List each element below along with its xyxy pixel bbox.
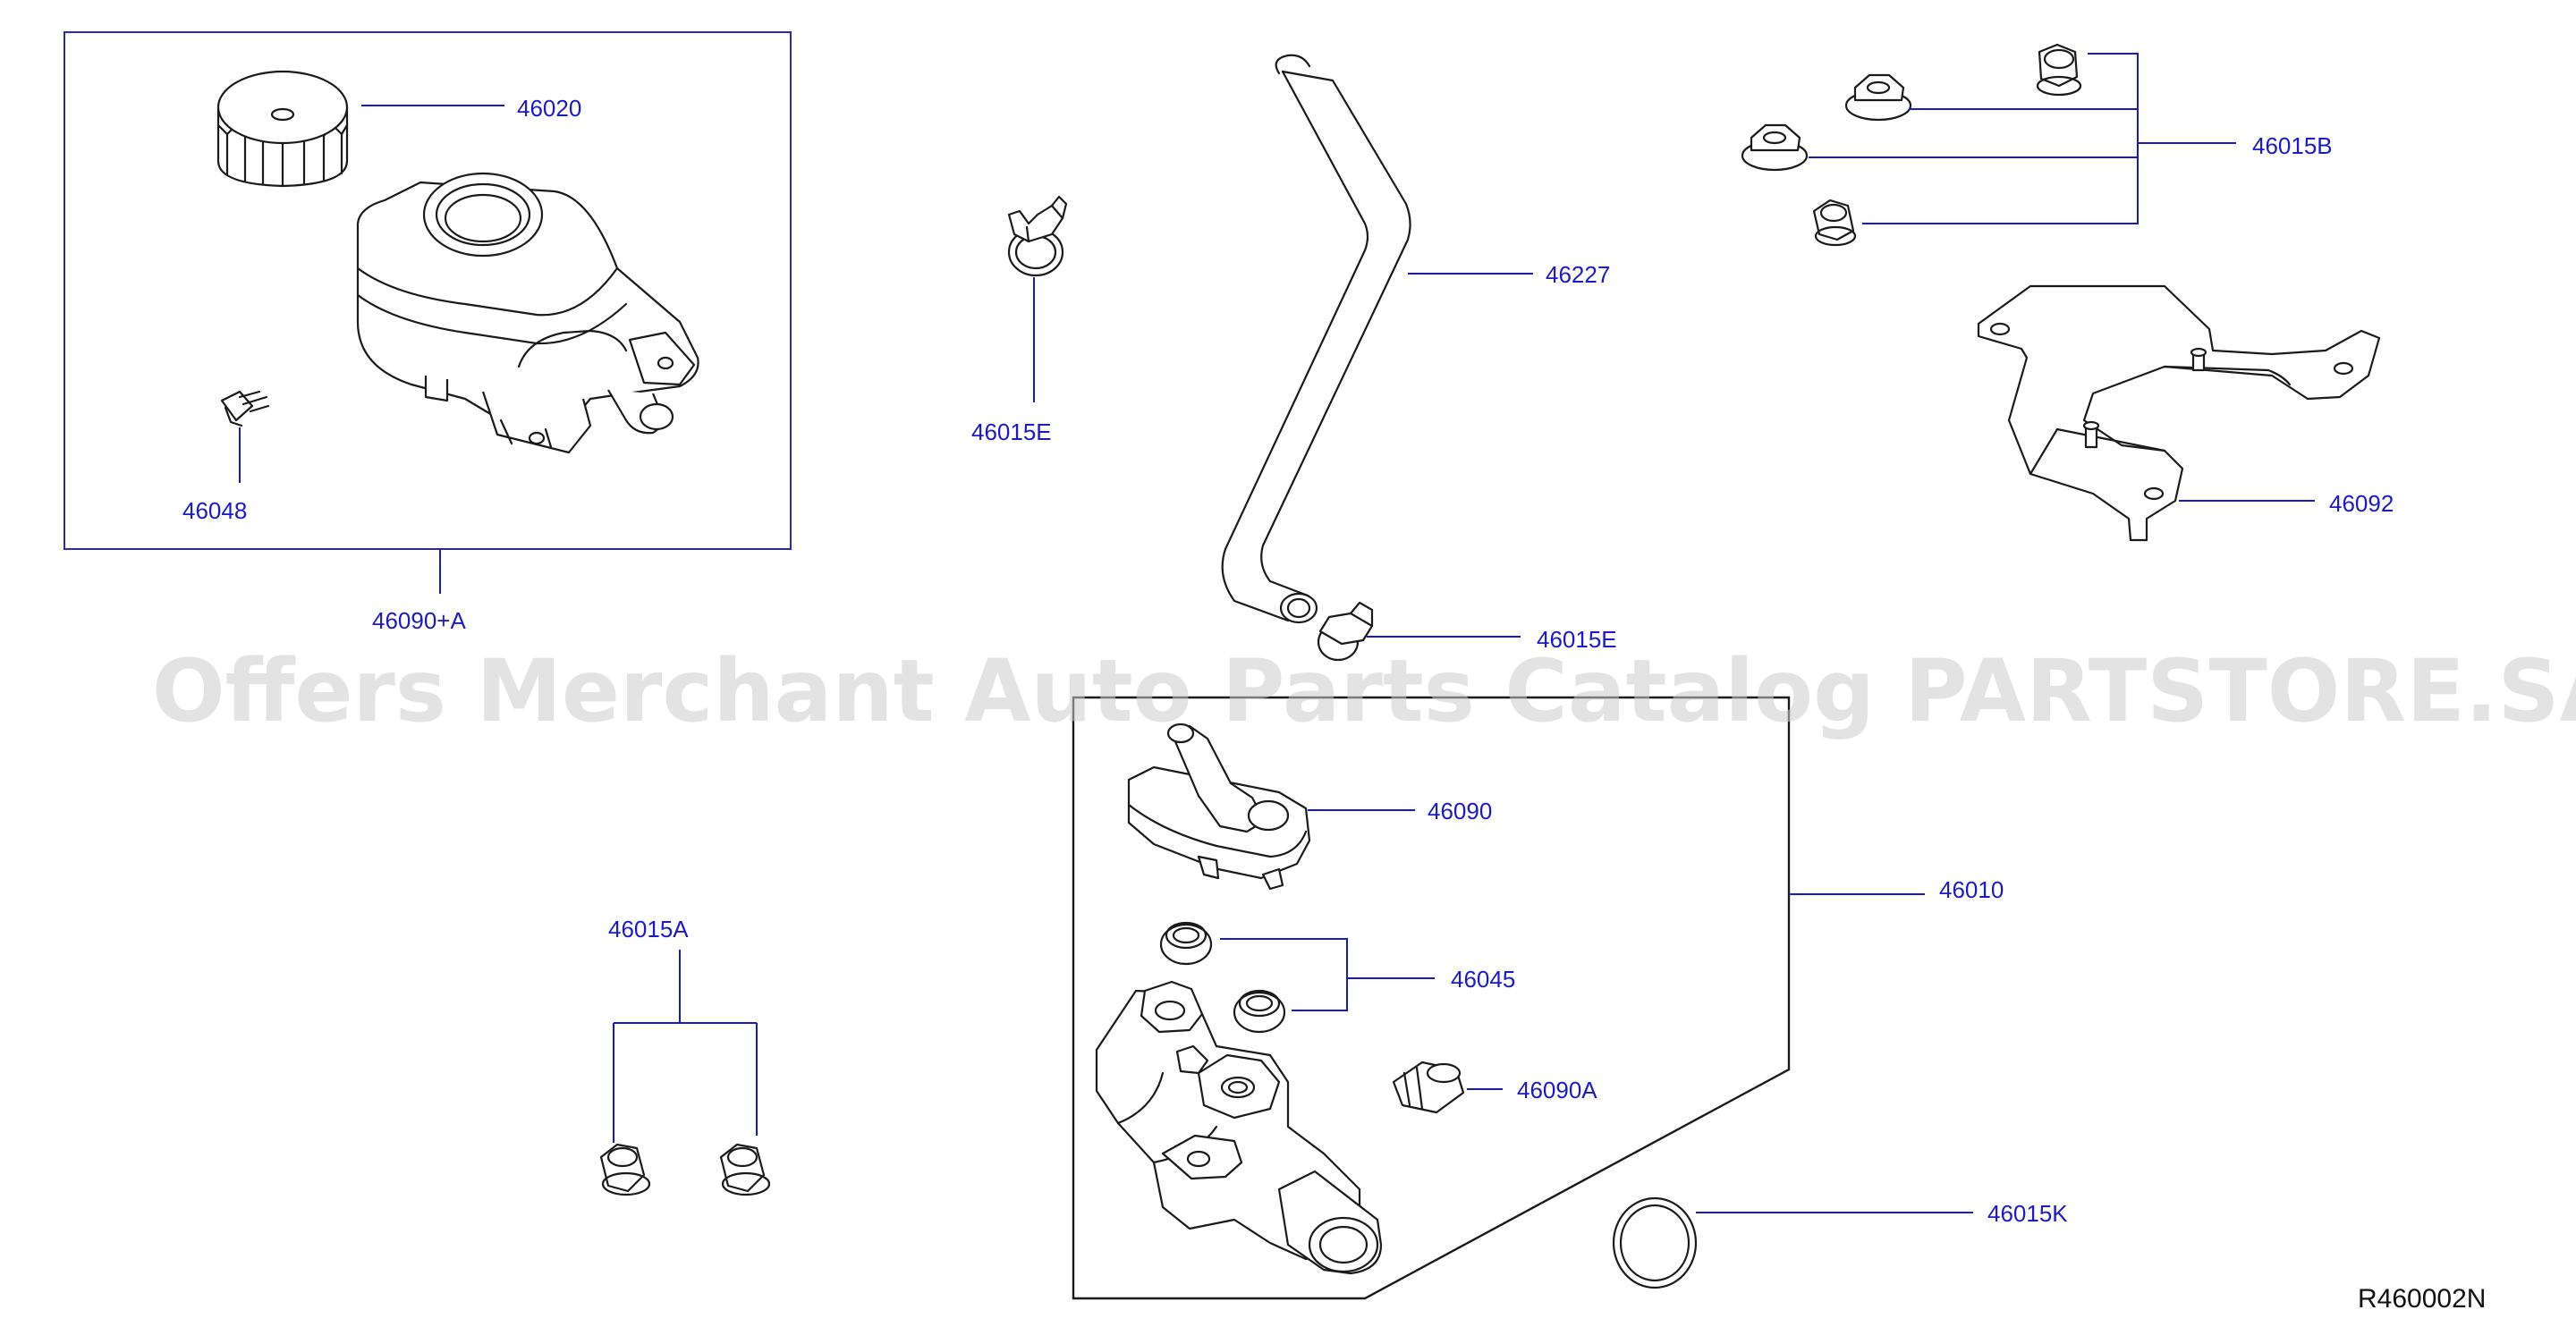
callout-46010[interactable]: 46010 [1939,876,2004,903]
leader-46015b [1809,53,2236,224]
leader-46045 [1220,938,1435,1011]
nut-46015b-1[interactable] [2036,43,2082,97]
callout-46015k[interactable]: 46015K [1987,1200,2068,1227]
callout-46092[interactable]: 46092 [2329,490,2394,517]
callout-46048[interactable]: 46048 [182,497,247,524]
leader-46015a [613,950,758,1143]
reservoir-46090[interactable] [1127,723,1311,891]
callout-46090-a[interactable]: 46090+A [372,607,466,634]
hose-clamp-top[interactable] [1007,195,1068,277]
callout-46015b[interactable]: 46015B [2252,132,2333,159]
reservoir-tank[interactable] [356,172,699,454]
seal-46045-1[interactable] [1159,921,1213,966]
reservoir-cap[interactable] [216,70,349,188]
callout-46227[interactable]: 46227 [1546,261,1610,288]
callout-46090a[interactable]: 46090A [1517,1077,1597,1103]
diagram-reference: R460002N [2358,1284,2486,1314]
callout-46015e-top[interactable]: 46015E [971,418,1052,445]
callout-46015e-bottom[interactable]: 46015E [1537,626,1617,653]
master-cylinder-frame [1072,696,1791,1300]
watermark-text: Offers Merchant Auto Parts Catalog PARTS… [152,641,2576,741]
bracket-46092[interactable] [1977,284,2381,542]
seal-46045-2[interactable] [1233,989,1286,1034]
reservoir-assembly-frame [64,31,792,550]
pin-clip-46048[interactable] [220,390,270,427]
nut-46015b-2[interactable] [1844,73,1912,122]
callout-46020[interactable]: 46020 [517,95,581,122]
master-cylinder-body[interactable] [1095,980,1383,1275]
o-ring-46015k[interactable] [1612,1196,1698,1289]
callout-46090[interactable]: 46090 [1428,798,1492,824]
nut-46015b-3[interactable] [1741,123,1809,172]
nut-46015a-1[interactable] [599,1143,651,1196]
hose-46227[interactable] [1221,54,1411,624]
sensor-46090a[interactable] [1392,1061,1465,1114]
callout-46015a[interactable]: 46015A [608,916,689,942]
callout-46045[interactable]: 46045 [1451,966,1515,993]
nut-46015b-4[interactable] [1812,199,1857,247]
hose-clamp-bottom[interactable] [1317,601,1374,662]
nut-46015a-2[interactable] [719,1143,771,1196]
